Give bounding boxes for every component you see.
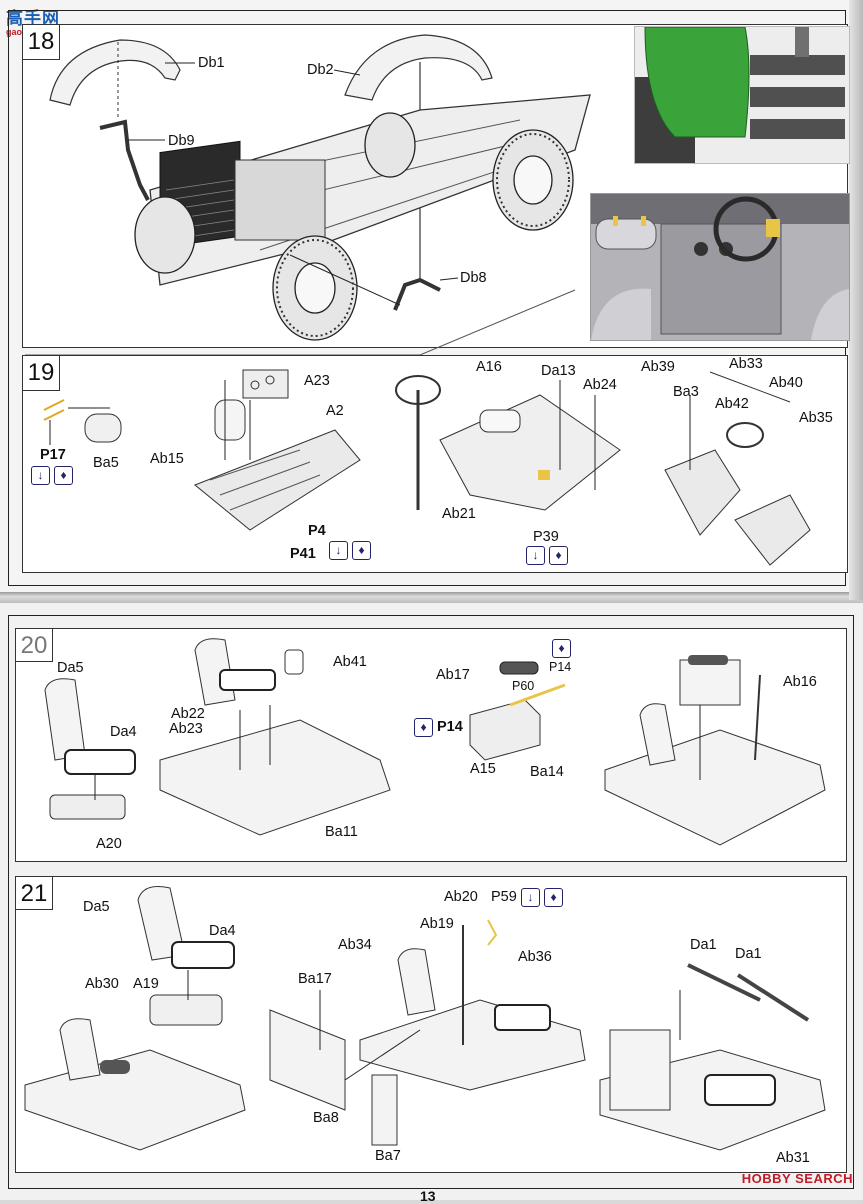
- part-a19: A19: [133, 976, 159, 992]
- part-p14-top: P14: [549, 660, 572, 674]
- part-ba8: Ba8: [313, 1110, 339, 1126]
- book-spine: [0, 592, 863, 603]
- part-db2: Db2: [307, 62, 334, 78]
- part-a15: A15: [470, 761, 496, 777]
- part-ab24: Ab24: [583, 377, 617, 393]
- part-ab21: Ab21: [442, 506, 476, 522]
- glue-icon: ♦: [54, 466, 73, 485]
- part-da1-right: Da1: [735, 946, 762, 962]
- bend-icon: ↓: [521, 888, 540, 907]
- part-da1-left: Da1: [690, 937, 717, 953]
- step-18-reference-photo-fender: [634, 26, 850, 164]
- part-ab22: Ab22: [171, 706, 205, 722]
- bend-icon: ↓: [329, 541, 348, 560]
- part-da5: Da5: [83, 899, 110, 915]
- page-number: 13: [420, 1188, 436, 1204]
- step-19-drawing: [43, 369, 811, 566]
- part-ab30: Ab30: [85, 976, 119, 992]
- step-18-chassis-drawing: [25, 34, 591, 356]
- part-p60: P60: [512, 679, 535, 693]
- glue-icon: ♦: [544, 888, 563, 907]
- site-logo-text: 高手网: [6, 9, 60, 28]
- part-da5: Da5: [57, 660, 84, 676]
- part-a23: A23: [304, 373, 330, 389]
- glue-icon: ♦: [552, 639, 571, 658]
- part-ab36: Ab36: [518, 949, 552, 965]
- step-18-reference-photo-dashboard: [590, 193, 850, 341]
- part-ab19: Ab19: [420, 916, 454, 932]
- part-da4: Da4: [110, 724, 137, 740]
- dashboard-photo-art: [591, 194, 849, 340]
- part-ba7: Ba7: [375, 1148, 401, 1164]
- part-db1: Db1: [198, 55, 225, 71]
- glue-icon: ♦: [414, 718, 433, 737]
- part-ba11: Ba11: [325, 824, 358, 840]
- bend-icon: ↓: [526, 546, 545, 565]
- step-19-number: 19: [23, 356, 60, 391]
- part-ab33: Ab33: [729, 356, 763, 372]
- part-ab35: Ab35: [799, 410, 833, 426]
- part-a2: A2: [326, 403, 344, 419]
- part-ab42: Ab42: [715, 396, 749, 412]
- glue-icon: ♦: [352, 541, 371, 560]
- part-a20: A20: [96, 836, 122, 852]
- part-db8: Db8: [460, 270, 487, 286]
- step-18-number: 18: [23, 25, 60, 60]
- part-ba5: Ba5: [93, 455, 119, 471]
- part-ab34: Ab34: [338, 937, 372, 953]
- part-da4: Da4: [209, 923, 236, 939]
- hobby-search-watermark: HOBBY SEARCH: [741, 1171, 853, 1186]
- page-edge-shade: [849, 0, 863, 600]
- part-ab39: Ab39: [641, 359, 675, 375]
- part-ab40: Ab40: [769, 375, 803, 391]
- part-ab15: Ab15: [150, 451, 184, 467]
- part-da13: Da13: [541, 363, 576, 379]
- lower-frame: [8, 615, 854, 1189]
- step-21-number: 21: [16, 877, 53, 910]
- part-ba14: Ba14: [530, 764, 564, 780]
- part-ab16: Ab16: [783, 674, 817, 690]
- part-p39: P39: [533, 529, 559, 545]
- part-p17: P17: [40, 447, 66, 463]
- part-a16: A16: [476, 359, 502, 375]
- glue-icon: ♦: [549, 546, 568, 565]
- step-20-number: 20: [16, 629, 53, 662]
- part-ba3: Ba3: [673, 384, 699, 400]
- part-ab31: Ab31: [776, 1150, 810, 1166]
- fender-photo-art: [635, 27, 849, 163]
- part-p59: P59: [491, 889, 517, 905]
- part-ab20: Ab20: [444, 889, 478, 905]
- part-ab23: Ab23: [169, 721, 203, 737]
- part-p4: P4: [308, 523, 326, 539]
- part-db9: Db9: [168, 133, 195, 149]
- part-p14-left: P14: [437, 719, 463, 735]
- bend-icon: ↓: [31, 466, 50, 485]
- part-p41: P41: [290, 546, 316, 562]
- part-ab41: Ab41: [333, 654, 367, 670]
- part-ba17: Ba17: [298, 971, 332, 987]
- part-ab17: Ab17: [436, 667, 470, 683]
